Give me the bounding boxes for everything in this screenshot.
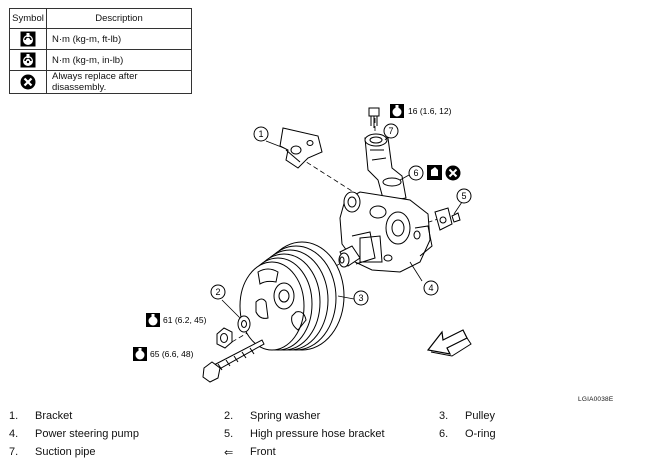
symbol-row: N·m (kg-m, ft-lb) — [9, 28, 192, 50]
symbol-table: Symbol Description N·m (kg-m, ft-lb) N·m… — [9, 8, 192, 94]
front-arrow-icon — [426, 329, 472, 357]
svg-text:4: 4 — [428, 283, 433, 293]
figure-code: LGIA0038E — [578, 396, 614, 403]
always-replace-icon — [20, 74, 36, 90]
o-ring-part — [382, 177, 402, 187]
long-bolt-part — [202, 339, 265, 383]
callouts: 1 2 3 4 5 6 7 — [210, 123, 472, 306]
torque-wrench-small-icon — [20, 52, 36, 68]
spring-washer-part — [237, 315, 251, 333]
torque-top: 16 (1.6, 12) — [390, 104, 452, 118]
suction-pipe-part — [364, 133, 407, 203]
callout-4: 4 — [423, 280, 439, 296]
symbol-row: N·m (kg-m, in-lb) — [9, 49, 192, 71]
svg-text:5: 5 — [461, 191, 466, 201]
hose-bracket-part — [434, 207, 461, 231]
svg-text:16 (1.6, 12): 16 (1.6, 12) — [408, 106, 452, 116]
top-bolt-part — [368, 107, 380, 128]
callout-5: 5 — [456, 188, 472, 204]
torque-nut: 61 (6.2, 45) — [146, 313, 207, 327]
nut-part — [216, 327, 233, 349]
svg-text:7: 7 — [388, 126, 393, 136]
leader-lines — [221, 131, 463, 319]
always-replace-icon — [445, 165, 461, 181]
callout-6: 6 — [408, 165, 424, 181]
symbol-row: Always replace after disassembly. — [9, 70, 192, 94]
pump-body-part — [338, 191, 433, 273]
callout-3: 3 — [353, 290, 369, 306]
svg-text:61 (6.2, 45): 61 (6.2, 45) — [163, 315, 207, 325]
svg-text:1: 1 — [258, 129, 263, 139]
lubricate-icon — [427, 165, 442, 180]
callout-7: 7 — [383, 123, 399, 139]
exploded-diagram: 1 2 3 4 5 6 7 — [133, 104, 472, 383]
symbol-description: Always replace after disassembly. — [46, 70, 192, 94]
svg-text:3: 3 — [358, 293, 363, 303]
torque-wrench-icon — [20, 31, 36, 47]
callout-2: 2 — [210, 284, 226, 300]
callout-1: 1 — [253, 126, 269, 142]
svg-text:6: 6 — [413, 168, 418, 178]
svg-text:2: 2 — [215, 287, 220, 297]
pulley-part — [239, 241, 345, 351]
torque-long-bolt: 65 (6.6, 48) — [133, 347, 194, 361]
bracket-part — [279, 127, 323, 169]
svg-text:65 (6.6, 48): 65 (6.6, 48) — [150, 349, 194, 359]
